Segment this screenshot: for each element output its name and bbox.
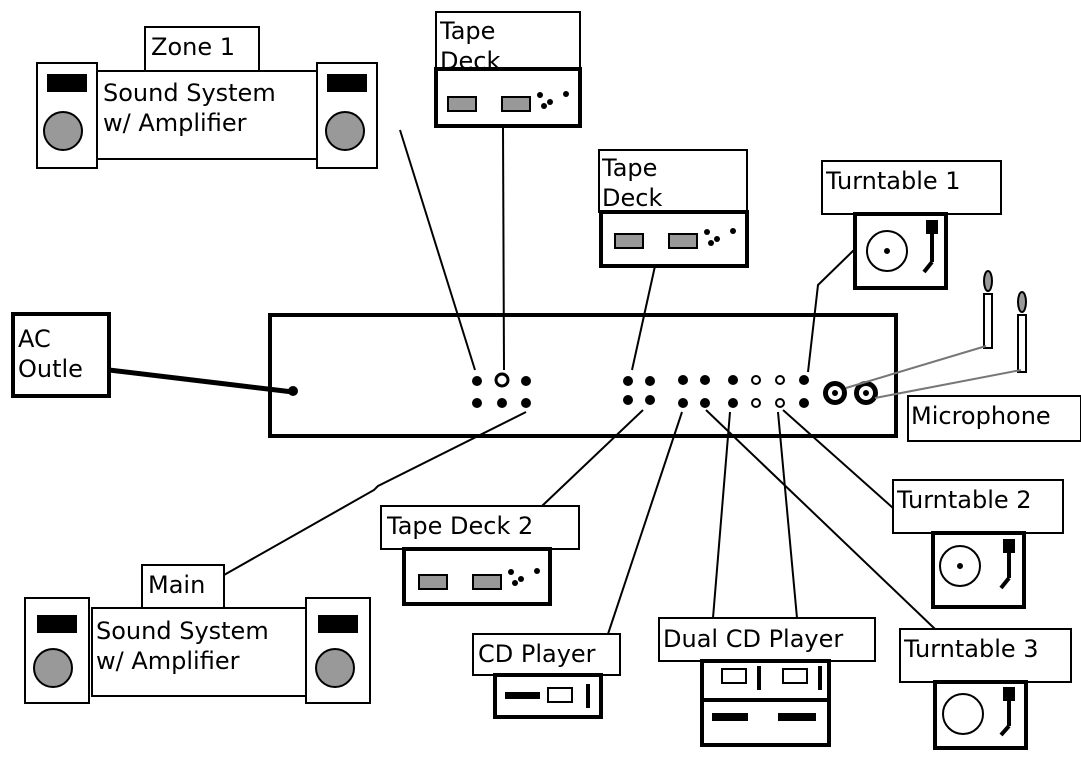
ac-outlet-label: AC Outle bbox=[18, 325, 83, 383]
cable-microphone-2 bbox=[874, 369, 1022, 399]
tape-deck-icon bbox=[599, 210, 749, 268]
microphone-icon bbox=[983, 270, 993, 349]
turntable-3-label: Turntable 3 bbox=[904, 635, 1039, 663]
tape-deck-top-label: Tape Deck bbox=[440, 17, 501, 68]
main-label: Main bbox=[148, 571, 206, 599]
cable-turntable-1 bbox=[807, 248, 856, 373]
microphone-label-box bbox=[907, 395, 1081, 442]
cd-player-icon bbox=[700, 659, 831, 747]
tape-deck-2-label: Tape Deck 2 bbox=[387, 512, 534, 540]
main-system-label: Sound System w/ Amplifier bbox=[96, 617, 269, 675]
cable-dual-cd-left bbox=[712, 411, 731, 619]
turntable-2-label: Turntable 2 bbox=[897, 486, 1032, 514]
zone1-label: Zone 1 bbox=[151, 33, 235, 61]
ac-outlet-box bbox=[11, 312, 111, 398]
zone1-sound-system bbox=[36, 26, 378, 169]
tape-deck-icon bbox=[434, 67, 582, 128]
turntable-3 bbox=[899, 628, 1072, 750]
tape-deck-top-label-box bbox=[435, 11, 581, 70]
microphone-label: Microphone bbox=[911, 402, 1051, 430]
dual-cd-player-label: Dual CD Player bbox=[663, 625, 844, 653]
cd-player-icon bbox=[493, 673, 603, 719]
cable-tape-deck-mid bbox=[631, 265, 656, 371]
mixer-unit bbox=[268, 313, 898, 438]
main-sound-system bbox=[24, 564, 371, 704]
cable-turntable-2 bbox=[782, 409, 894, 509]
speaker-icon bbox=[305, 597, 371, 704]
turntable-1-label: Turntable 1 bbox=[826, 167, 961, 195]
turntable-2-label-box bbox=[892, 479, 1064, 534]
cable-tape-deck-top bbox=[502, 127, 505, 371]
microphone-icon bbox=[1017, 291, 1027, 373]
speaker-icon bbox=[36, 62, 98, 169]
turntable-icon bbox=[931, 531, 1026, 609]
cable-turntable-3 bbox=[705, 409, 936, 630]
turntable-icon bbox=[933, 680, 1028, 750]
turntable-3-label-box bbox=[899, 628, 1072, 683]
cable-cd-player bbox=[607, 411, 683, 635]
tape-deck-2 bbox=[380, 505, 580, 606]
turntable-icon bbox=[853, 212, 948, 290]
tape-deck-mid bbox=[598, 149, 749, 268]
cd-player bbox=[472, 633, 621, 719]
cable-main bbox=[223, 411, 527, 576]
zone1-system-label: Sound System w/ Amplifier bbox=[103, 79, 276, 137]
cd-player-label: CD Player bbox=[478, 640, 596, 668]
tape-deck-top bbox=[434, 11, 582, 128]
turntable-1-label-box bbox=[821, 160, 1002, 215]
turntable-2 bbox=[892, 479, 1064, 609]
dual-cd-player bbox=[658, 617, 876, 747]
cable-microphone-1 bbox=[845, 345, 987, 389]
cable-dual-cd-right bbox=[777, 411, 798, 619]
cables bbox=[108, 127, 1022, 635]
speaker-icon bbox=[316, 62, 378, 169]
cd-player-label-box bbox=[472, 633, 621, 676]
tape-deck-icon bbox=[402, 547, 552, 606]
turntable-1 bbox=[821, 160, 1002, 290]
zone1-amplifier-box bbox=[96, 70, 318, 160]
tape-deck-2-label-box bbox=[380, 505, 580, 550]
main-amplifier-box bbox=[91, 607, 307, 697]
tape-deck-mid-label: Tape Deck bbox=[602, 154, 663, 211]
speaker-icon bbox=[24, 597, 90, 704]
dual-cd-player-label-box bbox=[658, 617, 876, 662]
cable-tape-deck-2 bbox=[541, 409, 644, 507]
cable-zone1 bbox=[399, 129, 476, 371]
zone1-label-box bbox=[144, 26, 260, 72]
cable-ac-outlet bbox=[108, 367, 294, 395]
